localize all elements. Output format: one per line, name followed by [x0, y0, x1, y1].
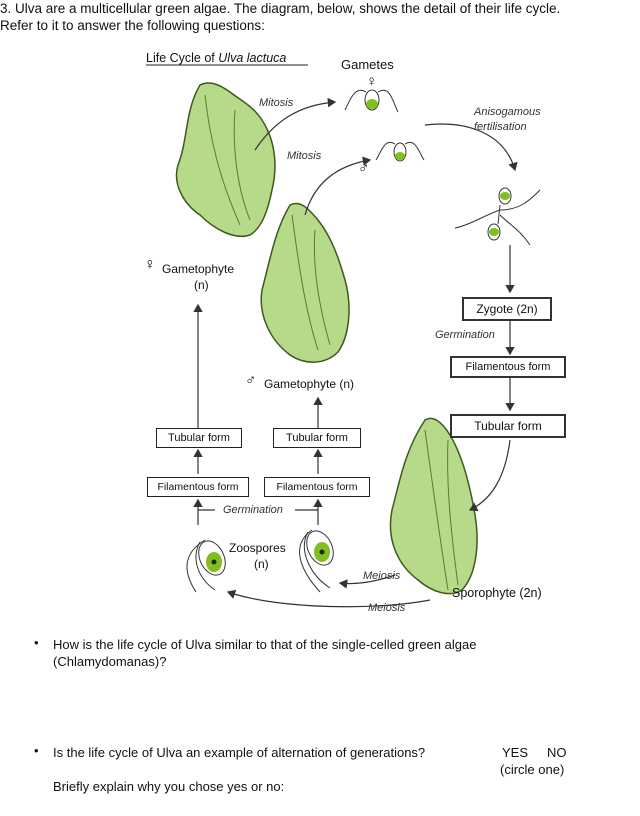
gametes-label: Gametes — [341, 57, 394, 72]
female-symbol-gametophyte: ♀ — [144, 256, 156, 273]
fertilisation-label: fertilisation — [474, 121, 527, 133]
yes-option[interactable]: YES — [502, 745, 529, 760]
mitosis-label-2: Mitosis — [287, 150, 322, 162]
tubular-box-right: Tubular form — [450, 414, 566, 438]
female-symbol-gamete: ♀ — [366, 73, 378, 90]
tubular-box-left: Tubular form — [156, 428, 242, 448]
tubular-box-mid: Tubular form — [273, 428, 361, 448]
question-1-line-1: How is the life cycle of Ulva similar to… — [53, 637, 477, 652]
question-1-line-2: (Chlamydomanas)? — [53, 654, 167, 669]
zoospores-ploidy: (n) — [254, 557, 269, 571]
sporophyte-label: Sporophyte (2n) — [452, 586, 542, 600]
male-gametophyte-thallus — [260, 202, 350, 363]
female-gamete — [344, 89, 399, 113]
meiosis-label-1: Meiosis — [363, 570, 401, 582]
life-cycle-diagram — [146, 64, 541, 608]
germination-label-right: Germination — [435, 329, 495, 341]
no-option[interactable]: NO — [547, 745, 567, 760]
cycle-arrows — [193, 97, 518, 608]
zoospores-label: Zoospores — [229, 541, 286, 555]
question-2: Is the life cycle of Ulva an example of … — [53, 745, 426, 760]
female-gametophyte-label: Gametophyte — [162, 262, 235, 276]
mitosis-label-1: Mitosis — [259, 97, 294, 109]
zoospore-left — [186, 539, 226, 593]
explain-prompt: Briefly explain why you chose yes or no: — [53, 779, 285, 794]
anisogamous-label: Anisogamous — [474, 106, 541, 118]
question-1: How is the life cycle of Ulva similar to… — [53, 636, 476, 670]
intro-line-2: Refer to it to answer the following ques… — [0, 18, 265, 33]
male-symbol-gametophyte: ♂ — [245, 372, 257, 389]
circle-one-hint: (circle one) — [500, 762, 565, 777]
germination-label-bottom: Germination — [223, 504, 283, 516]
sporophyte-thallus — [389, 417, 478, 595]
intro-line-1: 3. Ulva are a multicellular green algae.… — [0, 1, 561, 16]
male-symbol-gamete: ♂ — [358, 160, 370, 177]
zygote-box: Zygote (2n) — [462, 297, 552, 321]
filamentous-box-right: Filamentous form — [450, 356, 566, 378]
bullet-1: • — [34, 635, 39, 650]
filamentous-box-mid: Filamentous form — [264, 477, 370, 497]
meiosis-label-2: Meiosis — [368, 602, 406, 614]
bullet-2: • — [34, 743, 39, 758]
intro-text: 3. Ulva are a multicellular green algae.… — [0, 0, 628, 34]
male-gametophyte-label: Gametophyte (n) — [264, 377, 355, 391]
diagram-title-prefix: Life Cycle of — [146, 51, 219, 65]
female-gametophyte-thallus — [175, 82, 276, 237]
fusing-gametes — [454, 187, 541, 246]
filamentous-box-left: Filamentous form — [147, 477, 249, 497]
diagram-title-species: Ulva lactuca — [218, 51, 287, 65]
zoospore-right — [299, 529, 334, 593]
female-gametophyte-ploidy: (n) — [194, 278, 209, 292]
male-gamete — [375, 142, 425, 162]
diagram-title: Life Cycle of Ulva lactuca — [146, 51, 286, 65]
